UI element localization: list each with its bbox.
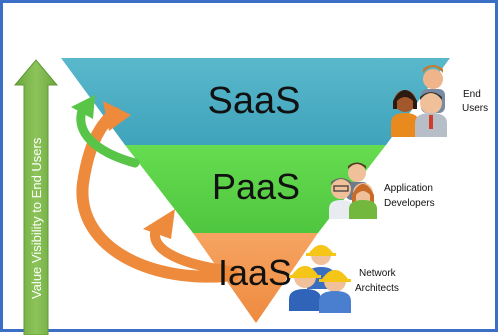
iaas-label: IaaS [218,252,292,293]
end-users-label-line2: Users [462,103,488,114]
value-visibility-arrow [13,59,59,335]
saas-label: SaaS [208,80,301,122]
end-users-label-line1: End [463,89,481,100]
network-architects-workers-icon [289,245,351,313]
green-curve-arrow [71,95,140,168]
iaas-tier [193,233,318,323]
orange-curve-arrows [76,101,239,283]
network-architects-label-line2: Architects [355,283,399,294]
diagram-canvas: Value Visibility to End Users SaaS PaaS … [13,58,488,335]
application-developers-people-icon [329,162,377,219]
saas-tier [61,58,450,145]
paas-label: PaaS [212,166,300,207]
app-developers-label-line2: Developers [384,198,435,209]
network-architects-label-line1: Network [359,268,397,279]
app-developers-label-line1: Application [384,183,433,194]
value-visibility-label: Value Visibility to End Users [29,137,44,299]
end-users-people-icon [391,65,447,137]
paas-tier [125,145,386,233]
